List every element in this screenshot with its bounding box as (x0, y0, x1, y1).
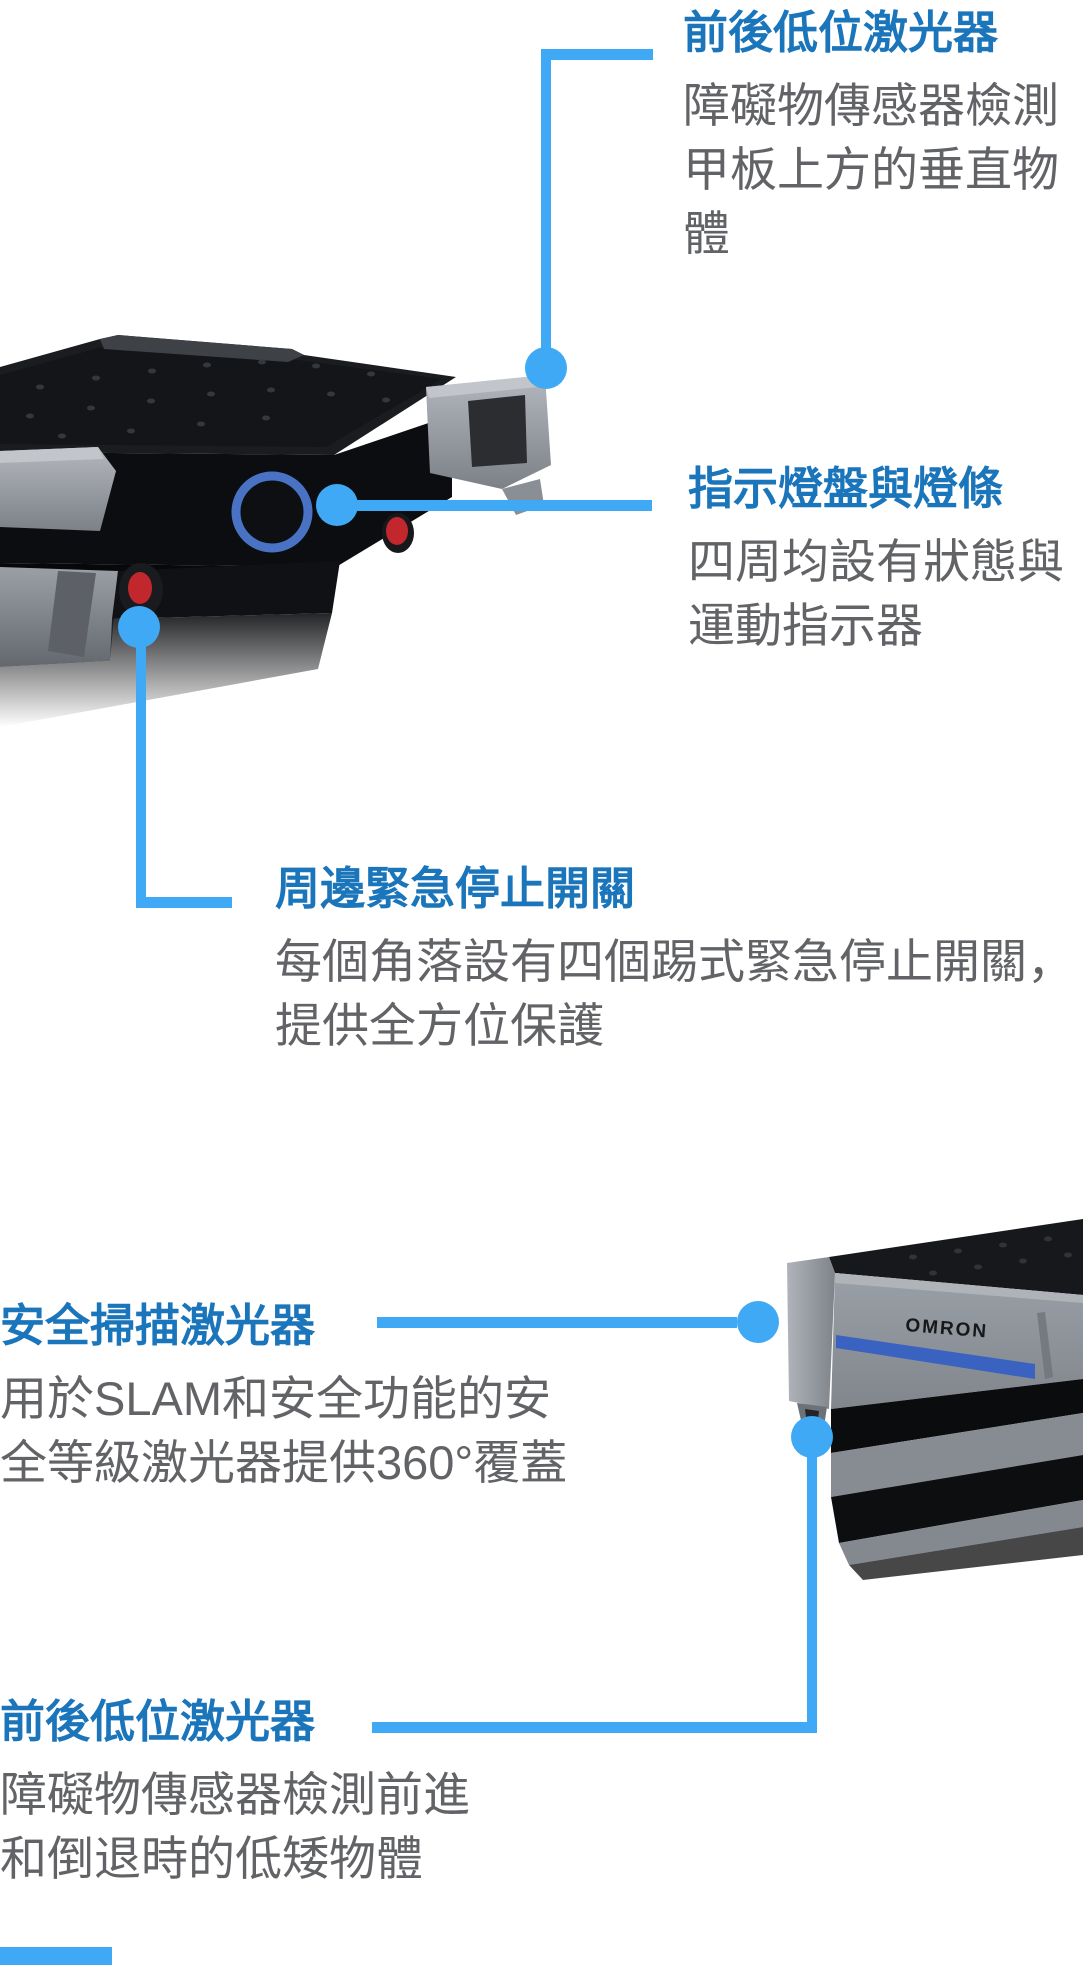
callout-dot (791, 1416, 833, 1458)
robot1-deck-mount-holes (26, 359, 390, 439)
robot2-dark-band-2 (831, 1455, 1083, 1543)
callout-dot (737, 1301, 779, 1343)
estop-button-icon (128, 572, 152, 604)
callout-dot (525, 347, 567, 389)
annotation-front-rear-low-lasers-top: 前後低位激光器 障礙物傳感器檢測 甲板上方的垂直物 體 (683, 4, 1059, 266)
description-line: 和倒退時的低矮物體 (0, 1832, 423, 1885)
callout-line (807, 1437, 817, 1733)
description-line: 運動指示器 (688, 599, 923, 652)
robot1-front-band (0, 415, 452, 567)
robot1-left-bumper-highlight (0, 447, 104, 463)
annotation-title: 前後低位激光器 (683, 7, 999, 58)
robot1-deck-surface (0, 347, 442, 447)
robot1-skirt-shadow (48, 571, 96, 657)
robot2-lower-skirt (839, 1500, 1083, 1565)
estop-button-icon (386, 517, 408, 545)
annotation-title: 安全掃描激光器 (0, 1300, 316, 1351)
annotation-description: 障礙物傳感器檢測 甲板上方的垂直物 體 (683, 74, 1059, 266)
description-line: 障礙物傳感器檢測 (683, 79, 1059, 132)
description-line: 每個角落設有四個踢式緊急停止開關， (275, 935, 1074, 988)
robot1-left-bumper (0, 447, 116, 531)
description-line: 用於SLAM和安全功能的安 (0, 1372, 551, 1425)
indicator-light-ring-icon (231, 471, 313, 553)
annotation-front-rear-low-lasers-bottom: 前後低位激光器 障礙物傳感器檢測前進 和倒退時的低矮物體 (0, 1693, 470, 1891)
annotation-description: 四周均設有狀態與 運動指示器 (688, 530, 1064, 658)
robot2-dark-band-1 (831, 1379, 1083, 1453)
robot-illustration-front-left-view (0, 335, 551, 727)
annotation-safety-scanning-laser: 安全掃描激光器 用於SLAM和安全功能的安 全等級激光器提供360°覆蓋 (0, 1297, 567, 1495)
annotation-title: 周邊緊急停止開關 (275, 863, 636, 914)
description-line: 全等級激光器提供360°覆蓋 (0, 1436, 568, 1489)
annotation-title: 指示燈盤與燈條 (688, 463, 1004, 514)
robot2-deck-mount-holes (909, 1236, 1072, 1276)
annotation-description: 用於SLAM和安全功能的安 全等級激光器提供360°覆蓋 (0, 1367, 567, 1495)
annotation-description: 障礙物傳感器檢測前進 和倒退時的低矮物體 (0, 1763, 470, 1891)
robot-illustration-front-right-view: OMRON (787, 1219, 1083, 1580)
callout-line (337, 500, 652, 511)
callout-line (136, 627, 146, 908)
callout-line (372, 1722, 817, 1733)
robot1-under-shadow (0, 613, 332, 727)
description-line: 體 (683, 207, 730, 260)
annotation-title: 前後低位激光器 (0, 1696, 316, 1747)
callout-line (545, 49, 653, 60)
robot1-right-bumper-notch (468, 395, 527, 467)
robot1-skirt-dark (112, 561, 340, 619)
description-line: 甲板上方的垂直物 (683, 143, 1059, 196)
robot2-top-deck (829, 1219, 1083, 1295)
callout-line-partial-bottom (0, 1947, 112, 1965)
annotation-description: 每個角落設有四個踢式緊急停止開關， 提供全方位保護 (275, 930, 1074, 1058)
annotation-perimeter-estop: 周邊緊急停止開關 每個角落設有四個踢式緊急停止開關， 提供全方位保護 (275, 860, 1074, 1058)
description-line: 障礙物傳感器檢測前進 (0, 1768, 470, 1821)
callout-dot (118, 606, 160, 648)
robot2-skirt-band (831, 1413, 1083, 1497)
callout-line (136, 897, 232, 908)
callout-line (377, 1317, 737, 1328)
callout-dot (316, 484, 358, 526)
light-strip-icon (836, 1335, 1035, 1379)
robot1-deck-lip (100, 335, 304, 362)
callout-line (541, 49, 551, 374)
robot2-left-corner-post (787, 1257, 835, 1409)
description-line: 四周均設有狀態與 (688, 535, 1064, 588)
annotation-light-discs: 指示燈盤與燈條 四周均設有狀態與 運動指示器 (688, 460, 1064, 658)
robot2-ground-shadow (849, 1527, 1083, 1580)
description-line: 提供全方位保護 (275, 999, 604, 1052)
robot2-panel-seam (1037, 1312, 1053, 1379)
robot2-face-top-edge (835, 1273, 1083, 1303)
robot1-right-bumper-highlight (426, 375, 547, 398)
